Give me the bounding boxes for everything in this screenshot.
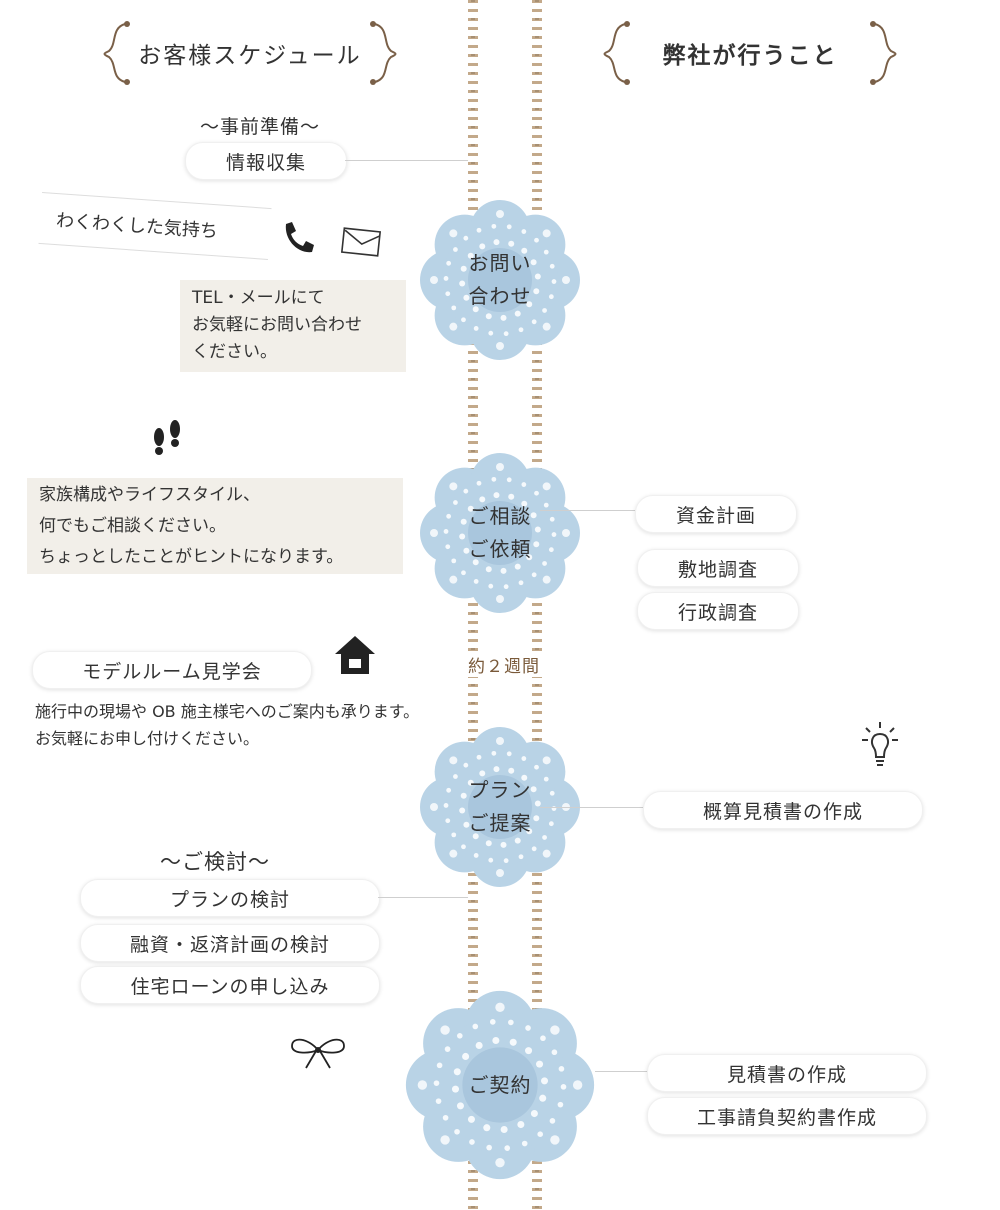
- model-room-text-line: 施行中の現場や OB 施主様宅へのご案内も承ります。: [35, 702, 420, 721]
- phone-icon: [285, 222, 314, 253]
- info-gathering-pill: 情報収集: [185, 142, 347, 180]
- model-room-pill: モデルルーム見学会: [32, 651, 312, 689]
- step-label-inquiry: お問い 合わせ: [468, 251, 532, 308]
- ribbon-icon: [291, 1038, 345, 1069]
- duration-label: 約２週間: [466, 652, 542, 677]
- loan-review-pill: 融資・返済計画の検討: [80, 924, 380, 962]
- consultation-note: 家族構成やライフスタイル、 何でもご相談ください。 ちょっとしたことがヒントにな…: [27, 478, 403, 574]
- contract-document-pill: 工事請負契約書作成: [647, 1097, 927, 1135]
- bracket-right-icon: [370, 21, 397, 85]
- step-label-contract: ご契約: [468, 1072, 532, 1097]
- bracket-right-icon: [870, 21, 897, 85]
- bracket-left-icon: [603, 21, 630, 85]
- quotation-pill: 見積書の作成: [647, 1054, 927, 1092]
- consultation-note-line: ちょっとしたことがヒントになります。: [39, 547, 344, 567]
- bracket-left-icon: [103, 21, 130, 85]
- doily-step-2: [420, 453, 580, 613]
- step-label-plan-proposal: プラン ご提案: [468, 778, 532, 835]
- connector-line: [378, 897, 468, 898]
- connector-line: [540, 807, 643, 808]
- mortgage-application-pill: 住宅ローンの申し込み: [80, 966, 380, 1004]
- contact-note-line: お気軽にお問い合わせ: [192, 315, 362, 335]
- company-column-title: 弊社が行うこと: [662, 43, 838, 69]
- model-room-text-line: お気軽にお申し付けください。: [35, 729, 260, 748]
- step-label-consultation: ご相談 ご依頼: [468, 504, 532, 561]
- doily-step-4: [405, 990, 595, 1180]
- excitement-tag: わくわくした気持ち: [38, 192, 272, 260]
- funding-plan-pill: 資金計画: [635, 495, 797, 533]
- company-column-header: 弊社が行うこと: [595, 18, 905, 88]
- review-section-title: ～ご検討～: [160, 850, 270, 874]
- admin-survey-pill: 行政調査: [637, 592, 799, 630]
- estimate-pill: 概算見積書の作成: [643, 791, 923, 829]
- contact-note-line: TEL・メールにて: [192, 288, 325, 308]
- site-survey-pill: 敷地調査: [637, 549, 799, 587]
- consultation-note-line: 何でもご相談ください。: [39, 516, 226, 536]
- consultation-note-line: 家族構成やライフスタイル、: [39, 485, 260, 505]
- doily-step-1: [420, 200, 580, 360]
- plan-review-pill: プランの検討: [80, 879, 380, 917]
- house-icon: [335, 636, 375, 674]
- mail-icon: [340, 227, 382, 257]
- customer-column-header: お客様スケジュール: [95, 18, 405, 88]
- footprints-icon: [154, 420, 180, 455]
- connector-line: [345, 160, 468, 161]
- timeline-vine-left: [468, 0, 478, 1210]
- connector-line: [595, 1071, 647, 1072]
- connector-line: [540, 510, 635, 511]
- customer-column-title: お客様スケジュール: [138, 43, 362, 69]
- lightbulb-icon: [862, 722, 898, 766]
- preparation-section-title: ～事前準備～: [200, 116, 321, 138]
- contact-note-line: ください。: [192, 342, 277, 362]
- doily-step-3: [420, 727, 580, 887]
- excitement-tag-text: わくわくした気持ち: [55, 210, 219, 243]
- timeline-vine-right: [532, 0, 542, 1210]
- model-room-text: 施行中の現場や OB 施主様宅へのご案内も承ります。 お気軽にお申し付けください…: [35, 698, 419, 752]
- contact-note: TEL・メールにて お気軽にお問い合わせ ください。: [180, 280, 406, 372]
